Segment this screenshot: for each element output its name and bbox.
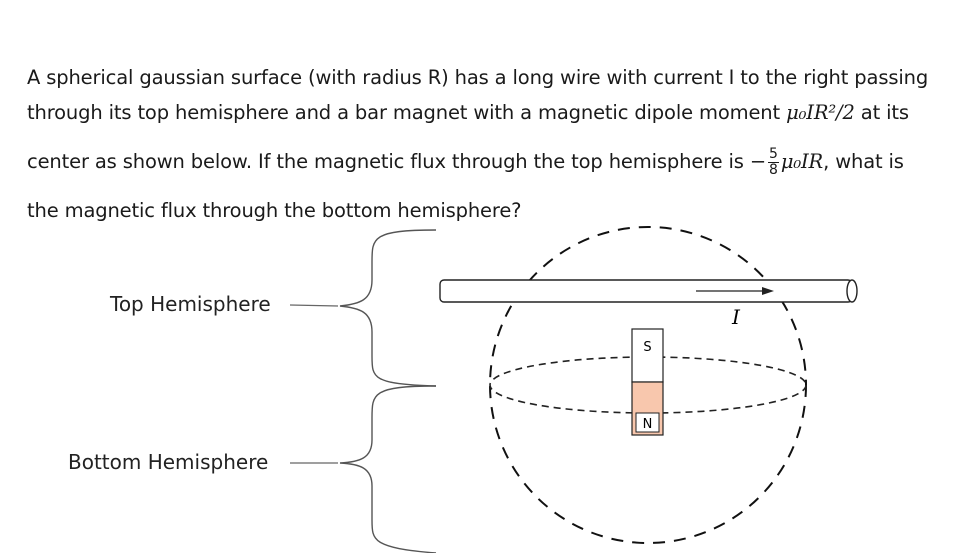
dipole-moment-formula: μ₀IR²/2 [786, 101, 855, 124]
question-line-2: through its top hemisphere and a bar mag… [27, 95, 942, 130]
question-line-3-text: center as shown below. If the magnetic f… [27, 150, 744, 173]
fraction-numerator: 5 [768, 146, 779, 163]
top-hemisphere-brace [339, 229, 437, 387]
wire [439, 279, 853, 303]
question-line-2-text: through its top hemisphere and a bar mag… [27, 101, 781, 124]
magnet-north-label-box [635, 412, 660, 433]
magnet-south-half [631, 328, 664, 383]
current-arrowhead [762, 287, 774, 295]
question-line-4: the magnetic flux through the bottom hem… [27, 199, 522, 222]
magnet-south-label: S [643, 340, 651, 355]
question-line-3: center as shown below. If the magnetic f… [27, 144, 942, 179]
bottom-hemisphere-label: Bottom Hemisphere [68, 450, 269, 474]
question-line-2-end: at its [860, 101, 909, 124]
wire-end-cap [846, 279, 858, 303]
flux-symbol: μ₀IR [780, 150, 824, 173]
fraction-denominator: 8 [769, 162, 778, 178]
magnet-north-label: N [643, 417, 653, 432]
flux-sign: − [749, 150, 767, 173]
question-text: A spherical gaussian surface (with radiu… [27, 60, 942, 228]
question-line-1: A spherical gaussian surface (with radiu… [27, 66, 929, 89]
top-hemisphere-label: Top Hemisphere [110, 292, 271, 316]
question-line-3-end: , what is [823, 150, 904, 173]
current-label: I [731, 305, 741, 329]
bottom-hemisphere-brace [339, 385, 437, 553]
top-label-connector [289, 304, 339, 307]
